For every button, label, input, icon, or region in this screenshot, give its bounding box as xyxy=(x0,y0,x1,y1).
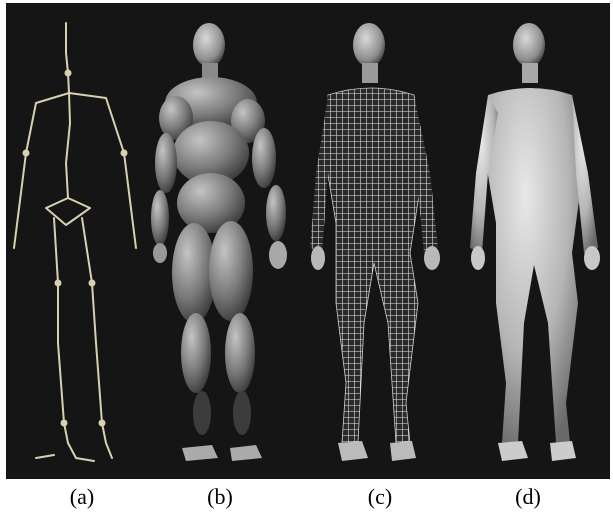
muscle-figure xyxy=(151,23,287,461)
figure-image xyxy=(6,3,610,479)
figure-svg xyxy=(6,3,610,479)
figure-captions: (a) (b) (c) (d) xyxy=(0,484,613,512)
caption-d: (d) xyxy=(498,484,558,510)
caption-b: (b) xyxy=(190,484,250,510)
skeleton-figure xyxy=(14,23,136,461)
skin-figure xyxy=(470,23,600,461)
caption-a: (a) xyxy=(52,484,112,510)
mesh-figure xyxy=(310,23,440,461)
caption-c: (c) xyxy=(350,484,410,510)
